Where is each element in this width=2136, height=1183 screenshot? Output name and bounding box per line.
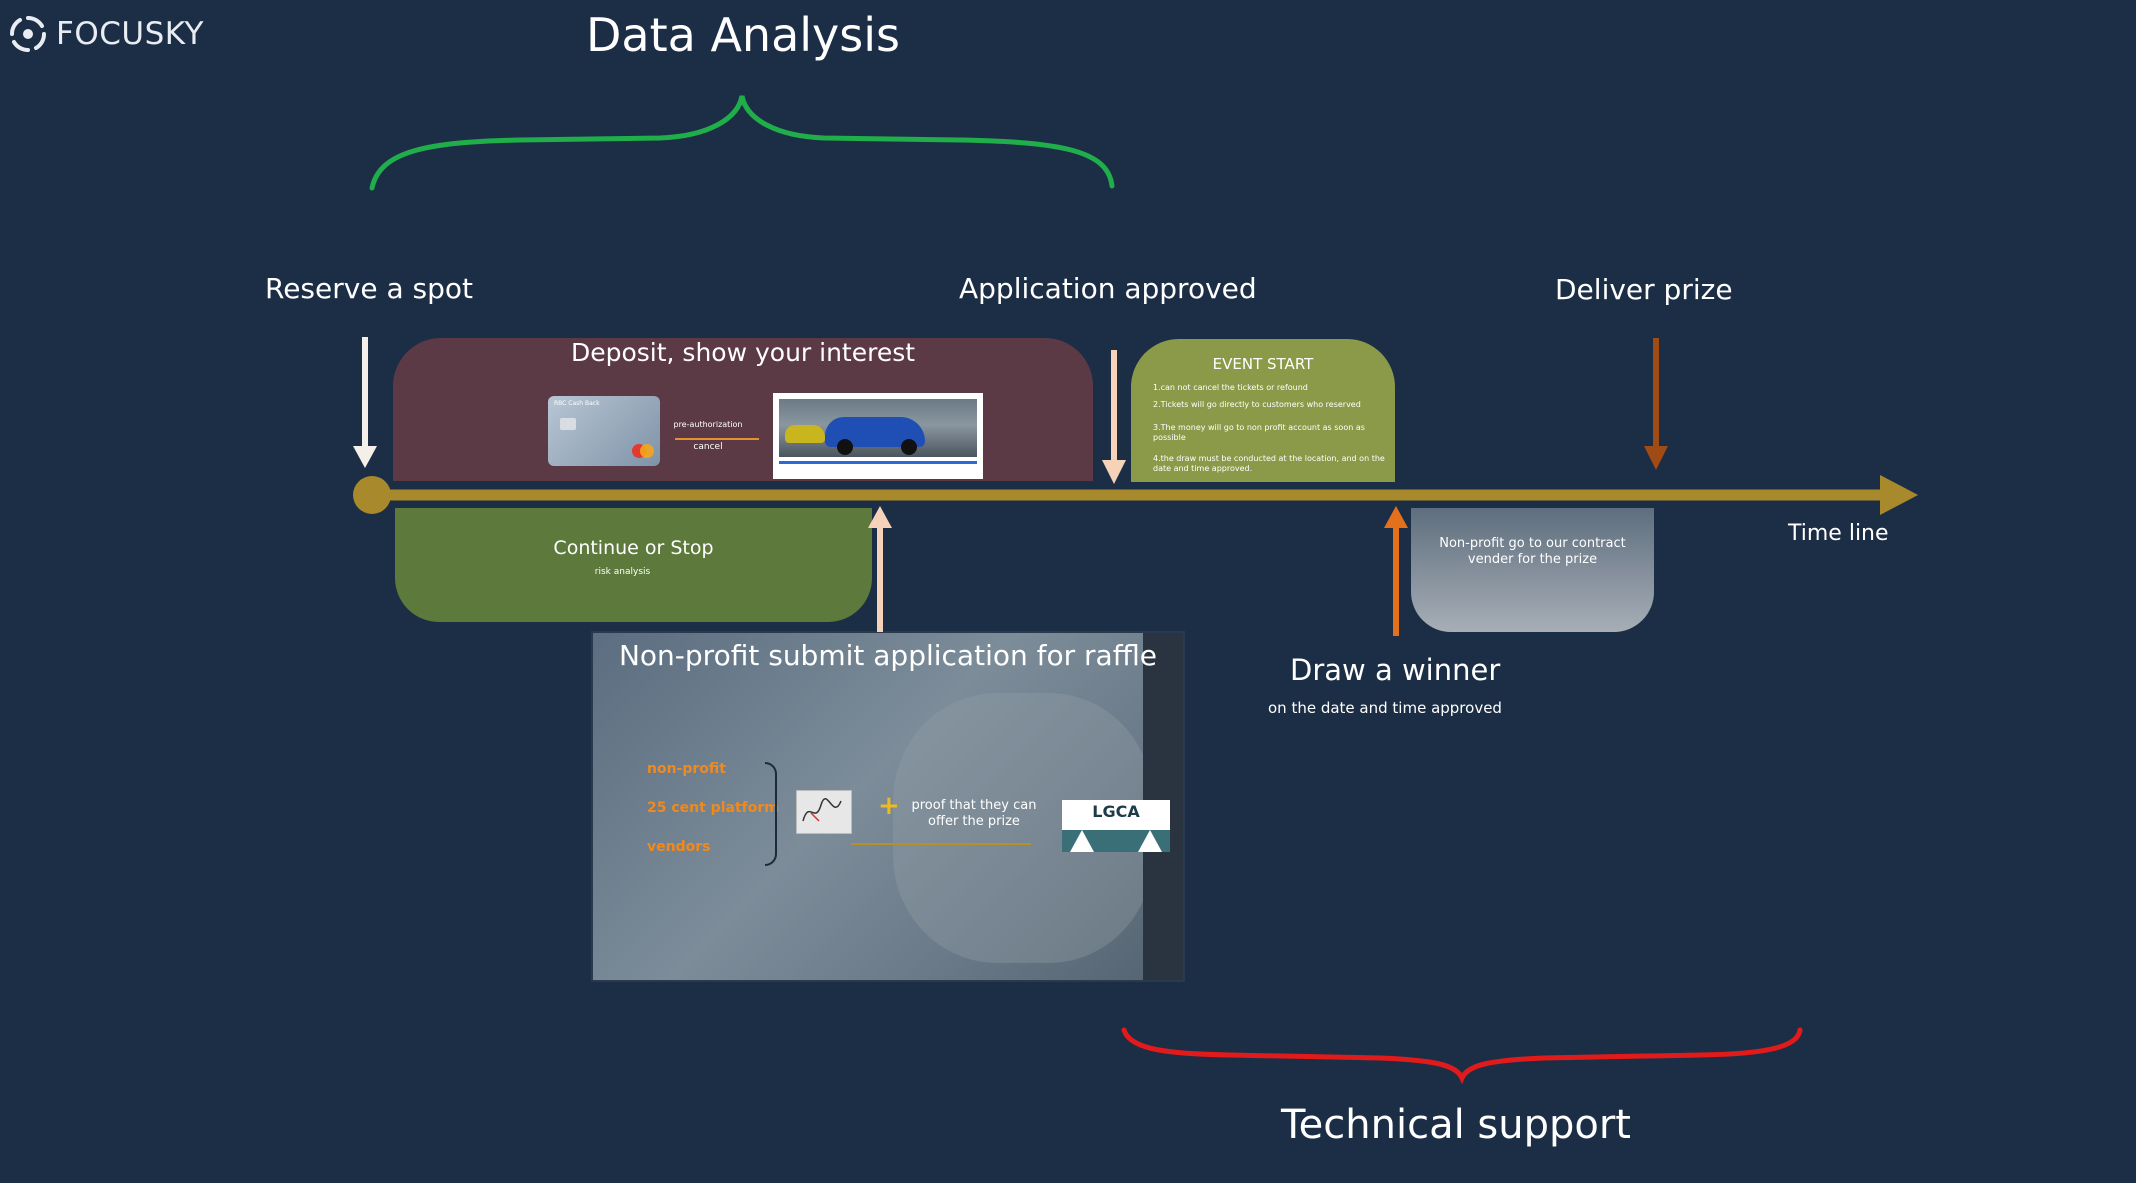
- mastercard-orange-icon: [640, 444, 654, 458]
- technical-support-brace: [1121, 1027, 1803, 1085]
- preauth-text: pre-authorization: [673, 420, 743, 429]
- reserve-spot-label: Reserve a spot: [265, 272, 473, 305]
- vendor-text: Non-profit go to our contract vender for…: [1439, 536, 1626, 567]
- yellow-car-shape: [785, 425, 825, 443]
- continue-stop-box: Continue or Stop risk analysis: [395, 508, 872, 622]
- technical-support-title: Technical support: [1281, 1102, 1631, 1148]
- vendor-box: Non-profit go to our contract vender for…: [1411, 508, 1654, 632]
- focusky-swirl-icon: [9, 15, 47, 53]
- event-item-3: 3.The money will go to non profit accoun…: [1153, 423, 1365, 442]
- card-tag: RBC Cash Back: [554, 400, 600, 407]
- event-start-title: EVENT START: [1212, 355, 1314, 373]
- party-platform: 25 cent platform: [647, 800, 779, 816]
- card-chip-icon: [560, 418, 576, 430]
- data-analysis-brace: [369, 95, 1115, 191]
- deposit-box: Deposit, show your interest RBC Cash Bac…: [393, 338, 1093, 481]
- event-item-4: 4.the draw must be conducted at the loca…: [1153, 454, 1385, 473]
- car-image: [773, 393, 983, 479]
- deliver-arrow-icon: [1644, 446, 1668, 470]
- cancel-text: cancel: [693, 442, 723, 452]
- draw-arrow-icon: [1384, 506, 1408, 528]
- party-vendors: vendors: [647, 839, 711, 855]
- event-item-1: 1.can not cancel the tickets or refound: [1153, 383, 1308, 392]
- proof-text: proof that they can offer the prize: [911, 798, 1037, 829]
- deliver-prize-label: Deliver prize: [1555, 273, 1733, 306]
- logo-text: FOCUSKY: [56, 16, 204, 52]
- approved-arrow-icon: [1102, 460, 1126, 484]
- draw-winner-sub: on the date and time approved: [1268, 699, 1502, 717]
- deposit-title: Deposit, show your interest: [570, 338, 916, 367]
- timeline-arrowhead: [1880, 475, 1918, 515]
- signature-image: [796, 790, 852, 834]
- event-item-2: 2.Tickets will go directly to customers …: [1153, 400, 1361, 409]
- data-analysis-title: Data Analysis: [586, 8, 900, 62]
- preauth-arrow-line: [675, 438, 759, 440]
- plus-icon: +: [878, 791, 900, 821]
- application-approved-label: Application approved: [959, 272, 1257, 305]
- lgca-logo-text: LGCA: [1092, 802, 1140, 821]
- timeline-label: Time line: [1788, 521, 1889, 546]
- event-start-box: EVENT START 1.can not cancel the tickets…: [1131, 339, 1395, 482]
- timeline-start-dot: [353, 476, 391, 514]
- focusky-logo: FOCUSKY: [6, 12, 204, 56]
- party-nonprofit: non-profit: [647, 761, 726, 777]
- continue-stop-title: Continue or Stop: [553, 537, 714, 559]
- application-box: Non-profit submit application for raffle…: [591, 631, 1185, 982]
- draw-winner-label: Draw a winner: [1290, 653, 1501, 687]
- credit-card-image: RBC Cash Back: [548, 396, 660, 466]
- reserve-arrow-icon: [353, 446, 377, 468]
- proof-arrow-line: [851, 843, 1031, 845]
- lgca-logo: LGCA: [1062, 800, 1170, 852]
- application-title: Non-profit submit application for raffle: [618, 639, 1157, 672]
- risk-analysis-text: risk analysis: [594, 567, 651, 577]
- submit-arrow-icon: [868, 506, 892, 528]
